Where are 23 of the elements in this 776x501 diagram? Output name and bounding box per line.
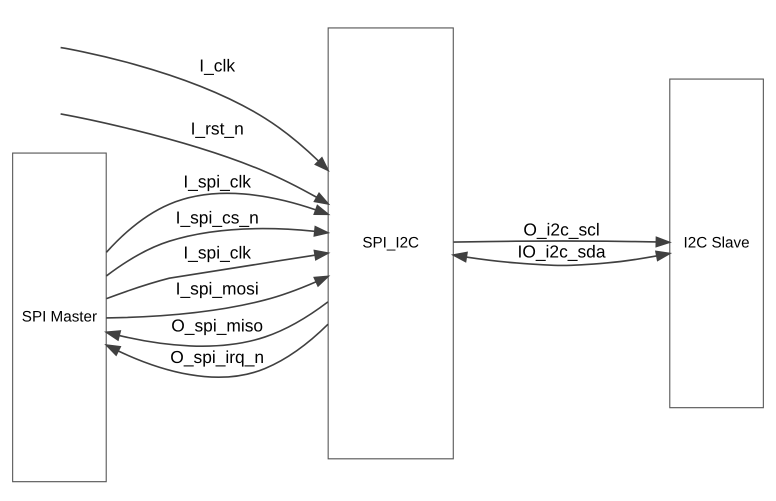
arrow: [60, 112, 330, 205]
edge-label: O_spi_irq_n: [170, 346, 264, 366]
edge-label: I_spi_clk: [183, 242, 252, 262]
node-box: SPI Master: [12, 152, 107, 482]
edge-label: I_spi_cs_n: [176, 207, 259, 228]
node-box: SPI_I2C: [328, 26, 454, 459]
arrow: [106, 225, 330, 276]
edge-label: IO_i2c_sda: [518, 240, 606, 261]
edge-label: I_spi_clk: [183, 171, 252, 192]
arrow: [104, 300, 328, 346]
edge-label: I_spi_mosi: [176, 278, 259, 298]
arrow: [106, 192, 330, 252]
edge-label: I_clk: [199, 54, 236, 75]
arrow: [106, 249, 330, 299]
arrow: [454, 236, 672, 248]
edge-label: I_rst_n: [190, 118, 244, 138]
edge-label: O_spi_miso: [171, 314, 264, 335]
arrow: [60, 46, 330, 172]
edge-label: O_i2c_scl: [523, 219, 600, 240]
arrow: [450, 250, 672, 266]
arrow: [104, 323, 329, 378]
node-box: I2C Slave: [669, 78, 764, 408]
arrow: [106, 274, 330, 318]
